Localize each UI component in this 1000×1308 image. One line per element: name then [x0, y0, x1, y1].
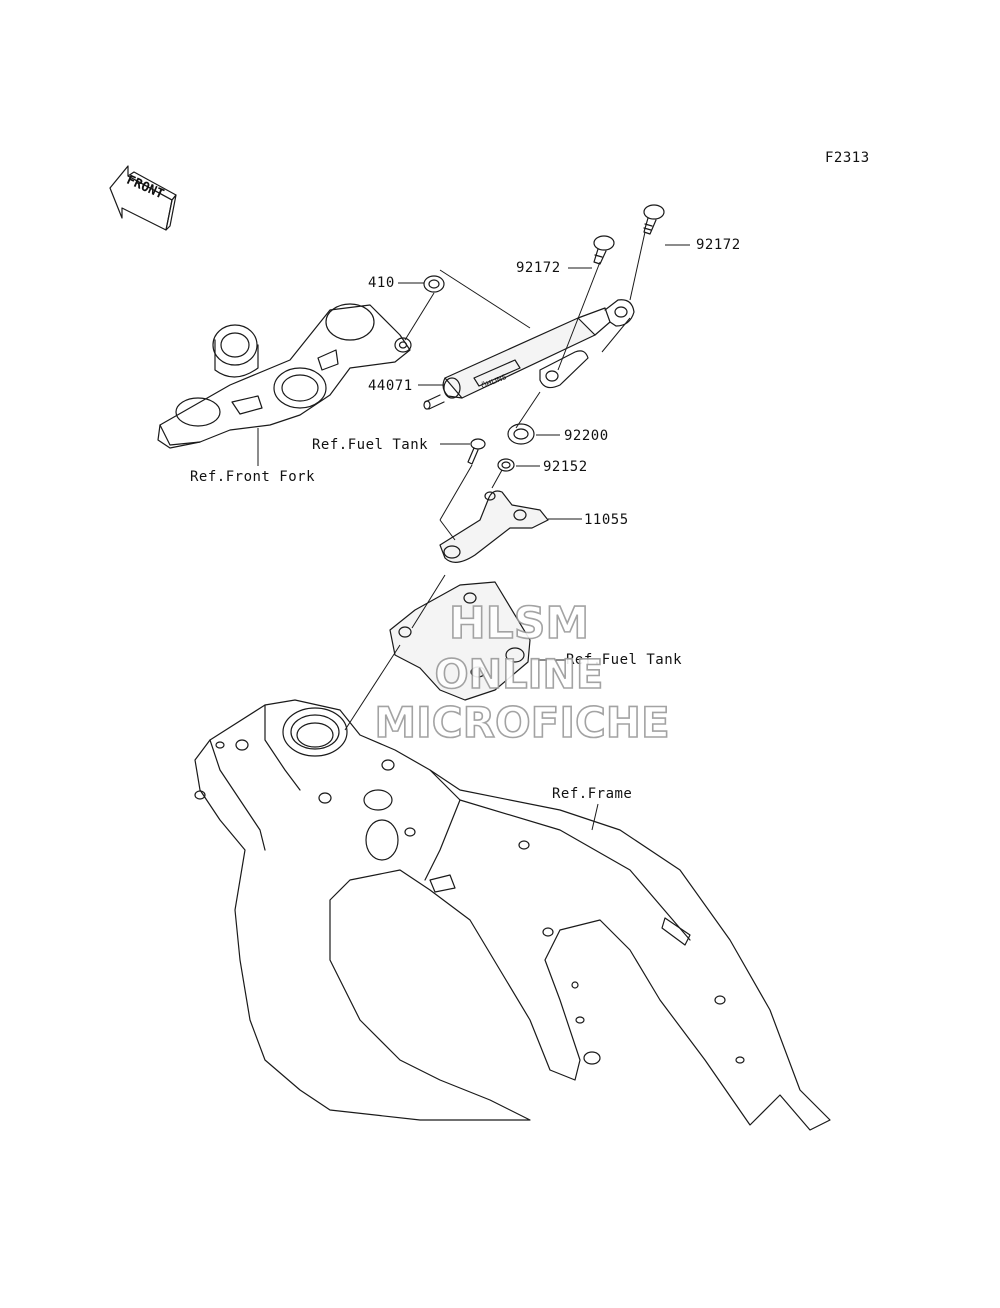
bolt-92172-right [643, 204, 665, 235]
leader-lines [257, 231, 690, 831]
washer-410 [423, 275, 445, 293]
fuel-tank-bolt [467, 438, 486, 465]
watermark: HLSM ONLINE MICROFICHE [374, 597, 671, 748]
figure-code: F2313 [825, 150, 870, 166]
watermark-line-2: ONLINE [435, 652, 604, 698]
watermark-line-1: HLSM [449, 598, 589, 649]
callout-92152: 92152 [543, 459, 588, 475]
damper-bracket-11055 [439, 490, 549, 563]
motorcycle-frame [194, 699, 831, 1131]
ref-front-fork: Ref.Front Fork [190, 469, 315, 485]
front-arrow-icon: FRONT [109, 165, 177, 231]
bolt-92172-middle [593, 235, 615, 265]
watermark-line-3: MICROFICHE [374, 698, 669, 747]
callout-11055: 11055 [584, 512, 629, 528]
ref-fuel-tank-bracket: Ref.Fuel Tank [566, 652, 682, 668]
steering-damper: ÖHLINS [423, 299, 635, 410]
callout-410: 410 [368, 275, 395, 291]
front-arrow-label: FRONT [124, 173, 166, 203]
callout-44071: 44071 [368, 378, 413, 394]
callout-92172-right: 92172 [696, 237, 741, 253]
nut-92152 [497, 458, 515, 472]
callout-92172-middle: 92172 [516, 260, 561, 276]
fuel-tank-bracket [389, 581, 531, 701]
ref-fuel-tank-bolt: Ref.Fuel Tank [312, 437, 428, 453]
callout-92200: 92200 [564, 428, 609, 444]
upper-triple-clamp [157, 303, 412, 449]
washer-92200 [507, 423, 535, 445]
ref-frame: Ref.Frame [552, 786, 632, 802]
